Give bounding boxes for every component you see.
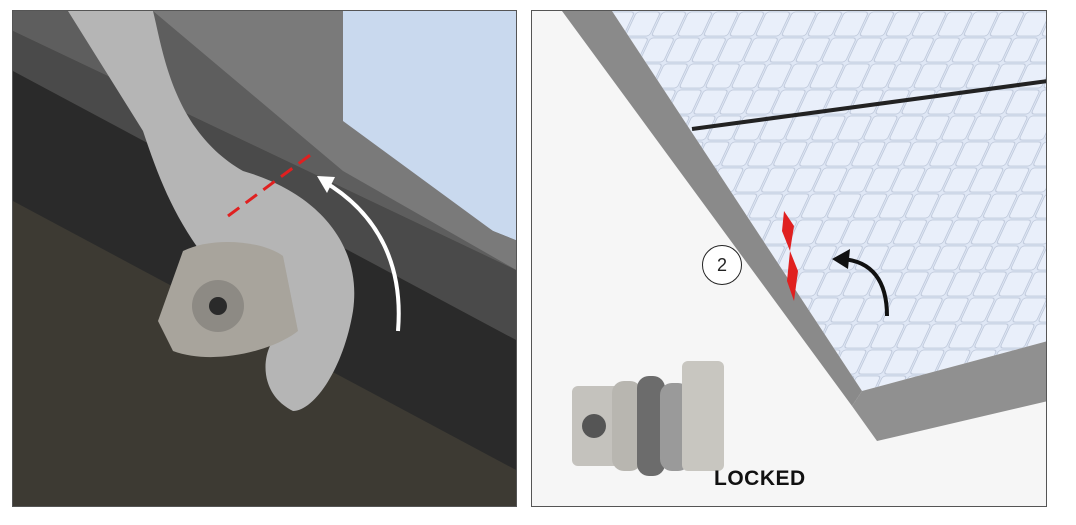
locking-clip bbox=[782, 211, 798, 301]
locked-label: LOCKED bbox=[714, 467, 806, 490]
front-frame bbox=[852, 341, 1046, 441]
arrow-head bbox=[317, 176, 335, 193]
ground bbox=[13, 201, 516, 506]
solar-panel bbox=[233, 11, 516, 241]
nut-hole bbox=[209, 297, 227, 315]
locked-clamp-part bbox=[572, 361, 724, 476]
panel-illustration bbox=[532, 11, 1046, 506]
locked-overview-panel: 2 LOCKED bbox=[531, 10, 1047, 507]
clamp-detail-panel bbox=[12, 10, 517, 507]
solar-modules bbox=[612, 11, 1046, 391]
arrow-head bbox=[832, 249, 850, 269]
clamp-illustration bbox=[13, 11, 516, 506]
rotation-arrow bbox=[321, 179, 401, 332]
side-frame bbox=[562, 11, 862, 406]
step-number-badge: 2 bbox=[702, 245, 742, 285]
rotation-arrow bbox=[841, 257, 889, 317]
module-gap bbox=[691, 79, 1046, 131]
alignment-line bbox=[227, 151, 314, 218]
frame-edge bbox=[153, 11, 516, 270]
